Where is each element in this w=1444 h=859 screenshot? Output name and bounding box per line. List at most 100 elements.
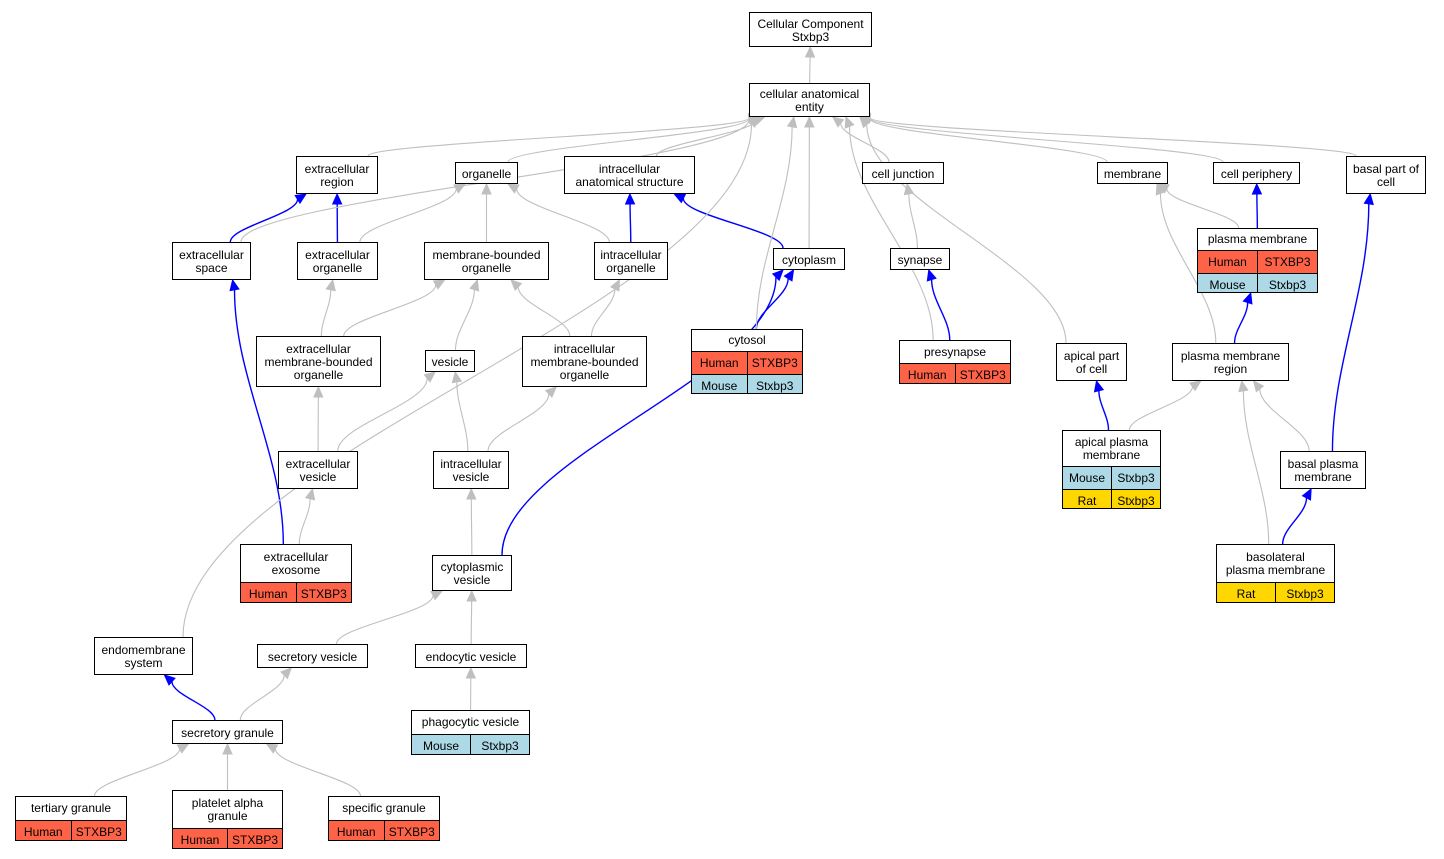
- is-a-edge: [320, 289, 332, 337]
- edge-arrowhead: [1363, 192, 1374, 206]
- node-ev[interactable]: endocytic vesicle: [415, 644, 527, 668]
- node-ico[interactable]: intracellular organelle: [594, 242, 668, 280]
- node-mem[interactable]: membrane: [1097, 162, 1168, 184]
- edge-arrowhead: [1093, 379, 1105, 393]
- node-label: cytoplasmic vesicle: [440, 560, 504, 587]
- node-label: cytosol: [728, 333, 766, 347]
- node-cj[interactable]: cell junction: [862, 162, 944, 184]
- edge-arrowhead: [423, 371, 436, 383]
- node-icv[interactable]: intracellular vesicle: [433, 451, 509, 489]
- part-of-edge: [233, 289, 285, 545]
- edge-arrowhead: [926, 268, 937, 282]
- species-name: Human: [336, 824, 376, 839]
- node-mbo[interactable]: membrane-bounded organelle: [424, 242, 549, 280]
- is-a-edge: [848, 126, 934, 341]
- node-label: extracellular organelle: [305, 248, 370, 275]
- node-bpm[interactable]: basal plasma membrane: [1280, 451, 1366, 489]
- is-a-edge: [1166, 188, 1240, 229]
- node-org[interactable]: organelle: [455, 162, 518, 184]
- node-eco[interactable]: extracellular organelle: [297, 242, 378, 280]
- node-label: phagocytic vesicle: [421, 715, 520, 729]
- node-label: endocytic vesicle: [425, 649, 517, 664]
- gene-symbol: STXBP3: [954, 364, 1011, 383]
- node-ecv[interactable]: extracellular vesicle: [278, 451, 358, 489]
- edge-arrowhead: [786, 115, 798, 129]
- node-ems[interactable]: endomembrane system: [94, 637, 193, 675]
- node-label: basal part of cell: [1352, 162, 1420, 189]
- node-label: membrane: [1103, 166, 1162, 181]
- node-apc[interactable]: apical part of cell: [1056, 343, 1127, 381]
- node-imbo[interactable]: intracellular membrane-bounded organelle: [522, 336, 647, 387]
- edge-arrowhead: [844, 115, 855, 129]
- part-of-edge: [171, 681, 216, 721]
- edge-arrowhead: [804, 45, 816, 58]
- node-syn[interactable]: synapse: [890, 248, 950, 270]
- edge-arrowhead: [831, 116, 845, 128]
- node-label: intracellular membrane-bounded organelle: [530, 342, 639, 382]
- node-cp[interactable]: cell periphery: [1213, 162, 1300, 184]
- edge-arrowhead: [451, 370, 463, 384]
- species-name: Mouse: [701, 378, 738, 393]
- edge-arrowhead: [771, 269, 784, 282]
- node-ves[interactable]: vesicle: [425, 350, 475, 372]
- node-bpc[interactable]: basal part of cell: [1346, 156, 1426, 194]
- species-name: Human: [23, 824, 63, 839]
- gene-symbol: Stxbp3: [1111, 490, 1160, 508]
- node-label: extracellular exosome: [263, 549, 329, 577]
- node-label: cytoplasm: [781, 252, 837, 267]
- species-name: Human: [180, 832, 220, 847]
- is-a-edge: [590, 288, 616, 337]
- node-cyt[interactable]: cytoplasm: [773, 248, 845, 270]
- gene-symbol: STXBP3: [70, 821, 127, 840]
- edge-arrowhead: [1238, 379, 1249, 393]
- gene-symbol: STXBP3: [295, 583, 352, 602]
- node-pmr[interactable]: plasma membrane region: [1172, 343, 1289, 381]
- node-label: cellular anatomical entity: [759, 87, 860, 114]
- node-embo[interactable]: extracellular membrane-bounded organelle: [256, 336, 381, 387]
- is-a-edge: [507, 118, 750, 163]
- node-label: synapse: [897, 252, 943, 267]
- part-of-edge: [1281, 497, 1308, 545]
- is-a-edge: [755, 126, 793, 330]
- is-a-edge: [335, 595, 434, 645]
- node-label: extracellular membrane-bounded organelle: [264, 342, 373, 382]
- is-a-edge: [1159, 193, 1217, 344]
- node-ecs[interactable]: extracellular space: [172, 242, 251, 280]
- edge-arrowhead: [325, 278, 336, 292]
- edge-arrowhead: [465, 666, 477, 679]
- edge-arrowhead: [176, 743, 190, 754]
- is-a-edge: [182, 123, 753, 638]
- node-root[interactable]: Cellular Component Stxbp3: [749, 12, 872, 47]
- node-sv[interactable]: secretory vesicle: [257, 644, 368, 668]
- node-sg[interactable]: secretory granule: [172, 720, 283, 744]
- node-cae[interactable]: cellular anatomical entity: [749, 83, 870, 117]
- part-of-edge: [1331, 203, 1370, 452]
- edge-arrowhead: [783, 268, 795, 282]
- edge-arrowhead: [229, 278, 240, 292]
- node-label: extracellular vesicle: [285, 457, 351, 484]
- edge-arrowhead: [1155, 182, 1166, 196]
- node-ecr[interactable]: extracellular region: [296, 156, 378, 194]
- is-a-edge: [655, 120, 756, 157]
- node-ias[interactable]: intracellular anatomical structure: [564, 156, 695, 194]
- node-cv[interactable]: cytoplasmic vesicle: [432, 555, 512, 591]
- is-a-edge: [470, 498, 473, 556]
- is-a-edge: [487, 393, 550, 452]
- node-label: cell junction: [871, 166, 935, 181]
- is-a-edge: [1128, 386, 1194, 431]
